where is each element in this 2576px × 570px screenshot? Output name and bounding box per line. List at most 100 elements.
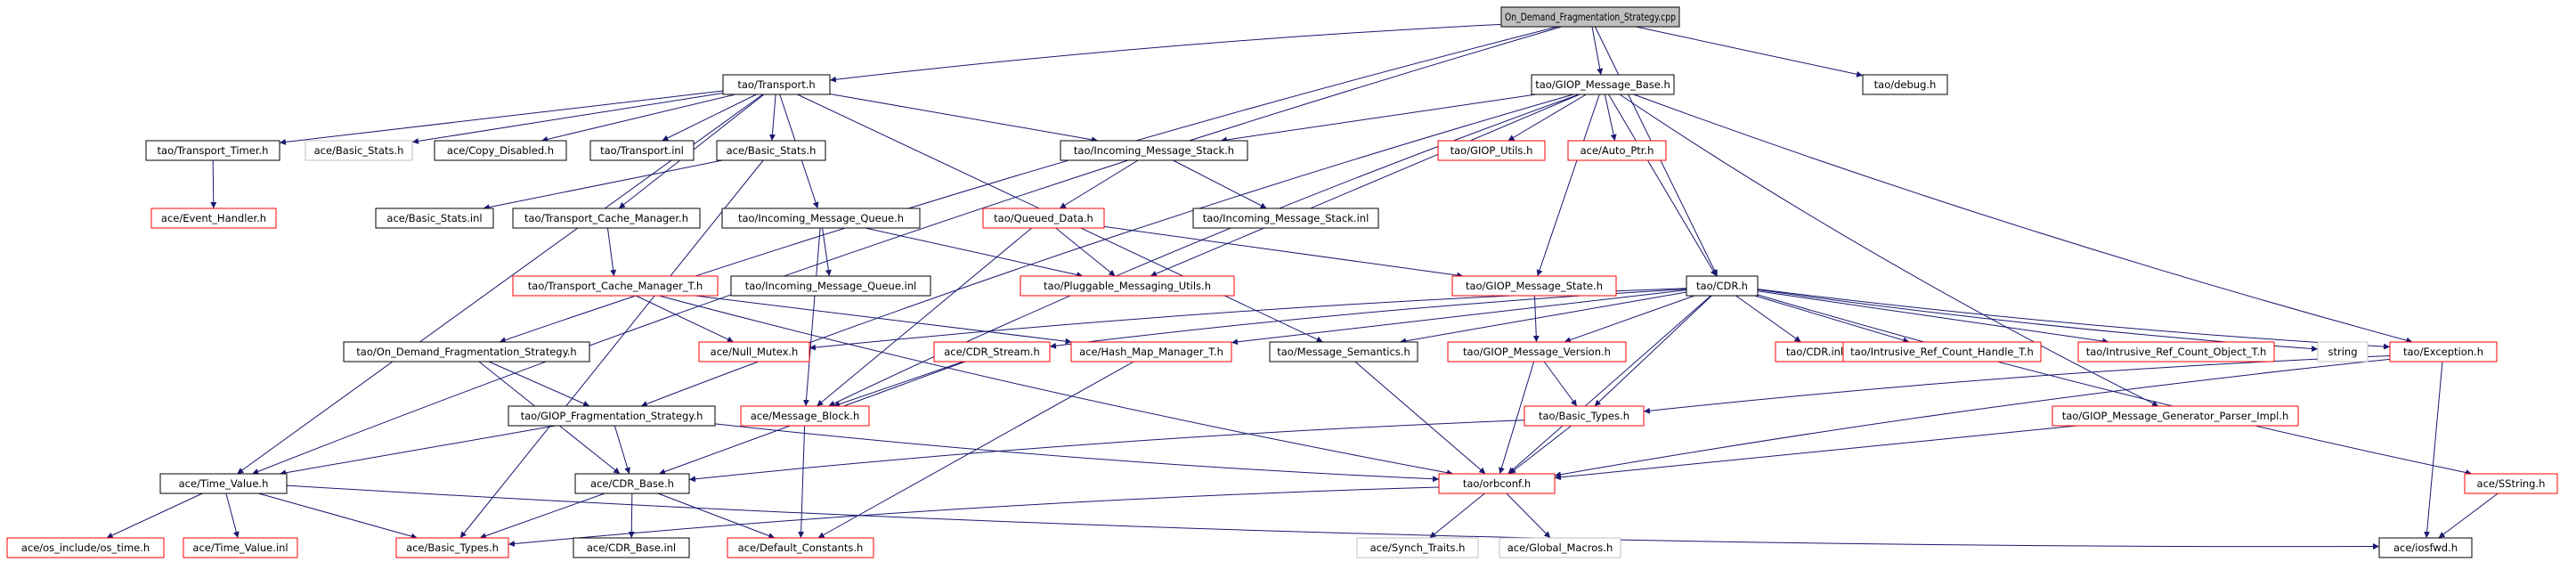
edge-tao_basic_types-to-orbconf [1508, 425, 1572, 475]
node-irc_handle[interactable]: tao/Intrusive_Ref_Count_Handle_T.h [1842, 341, 2042, 362]
node-box [512, 208, 701, 229]
node-transport_inl[interactable]: tao/Transport.inl [589, 140, 695, 161]
node-label: tao/Transport_Cache_Manager_T.h [528, 280, 703, 292]
node-box [434, 140, 567, 161]
node-giop_msg_base[interactable]: tao/GIOP_Message_Base.h [1531, 74, 1675, 95]
edge-root-to-debug_h [1636, 26, 1864, 77]
edge-queued_data-to-msg_block [816, 227, 1033, 407]
node-msg_block[interactable]: ace/Message_Block.h [740, 405, 870, 427]
node-cdr_base_inl[interactable]: ace/CDR_Base.inl [573, 537, 690, 558]
node-event_handler[interactable]: ace/Event_Handler.h [150, 208, 277, 229]
node-inc_msg_stack_inl[interactable]: tao/Incoming_Message_Stack.inl [1192, 208, 1379, 229]
node-label: ace/Hash_Map_Manager_T.h [1079, 346, 1223, 358]
node-orbconf[interactable]: tao/orbconf.h [1438, 473, 1556, 494]
node-label: ace/Event_Handler.h [161, 212, 266, 224]
node-tao_basic_types[interactable]: tao/Basic_Types.h [1524, 405, 1645, 427]
edge-transport_h-to-copy_disabled [540, 94, 736, 142]
node-label: tao/GIOP_Message_State.h [1466, 280, 1603, 292]
node-giop_gen_parser[interactable]: tao/GIOP_Message_Generator_Parser_Impl.h [2052, 405, 2299, 427]
node-label: ace/iosfwd.h [2393, 542, 2458, 554]
node-irc_object[interactable]: tao/Intrusive_Ref_Count_Object_T.h [2077, 341, 2275, 362]
node-box [1192, 208, 1379, 229]
edge-exception_h-to-orbconf [1554, 358, 2391, 478]
node-label: tao/GIOP_Message_Version.h [1463, 346, 1611, 358]
edge-cdr_h-to-orbconf [1507, 295, 1711, 475]
node-transport_cache_mgr[interactable]: tao/Transport_Cache_Manager.h [512, 208, 701, 229]
node-time_value_inl[interactable]: ace/Time_Value.inl [183, 537, 298, 558]
node-box [1524, 405, 1645, 427]
node-copy_disabled[interactable]: ace/Copy_Disabled.h [434, 140, 567, 161]
node-os_time[interactable]: ace/os_include/os_time.h [6, 537, 165, 558]
edge-cdr_h-to-irc_object [1757, 290, 2109, 345]
node-auto_ptr[interactable]: ace/Auto_Ptr.h [1567, 140, 1667, 161]
node-iosfwd[interactable]: ace/iosfwd.h [2378, 537, 2473, 558]
node-basic_stats_inl[interactable]: ace/Basic_Stats.inl [375, 208, 494, 229]
node-debug_h[interactable]: tao/debug.h [1862, 74, 1948, 95]
node-box [1020, 275, 1235, 297]
node-default_constants[interactable]: ace/Default_Constants.h [727, 537, 874, 558]
edge-giop_frag_strategy-to-time_value [280, 425, 556, 476]
edge-cdr_h-to-giop_msg_version [1564, 295, 1695, 343]
node-msg_semantics[interactable]: tao/Message_Semantics.h [1269, 341, 1418, 362]
node-transport_cache_mgr_t[interactable]: tao/Transport_Cache_Manager_T.h [512, 275, 719, 297]
node-label: string [2328, 346, 2357, 358]
edge-giop_gen_parser-to-orbconf [1554, 425, 2077, 481]
node-time_value[interactable]: ace/Time_Value.h [159, 473, 288, 494]
edge-cdr_h-to-sstring [1757, 294, 2473, 476]
node-label: tao/Transport.h [737, 78, 815, 91]
node-exception_h[interactable]: tao/Exception.h [2389, 341, 2498, 362]
node-label: tao/Incoming_Message_Stack.inl [1203, 212, 1369, 224]
node-cdr_base[interactable]: ace/CDR_Base.h [574, 473, 690, 494]
node-giop_msg_version[interactable]: tao/GIOP_Message_Version.h [1447, 341, 1627, 362]
node-giop_utils[interactable]: tao/GIOP_Utils.h [1437, 140, 1546, 161]
node-box [1842, 341, 2042, 362]
node-queued_data[interactable]: tao/Queued_Data.h [982, 208, 1105, 229]
node-label: ace/Copy_Disabled.h [447, 144, 554, 157]
node-label: tao/Exception.h [2403, 346, 2483, 358]
node-inc_msg_queue[interactable]: tao/Incoming_Message_Queue.h [721, 208, 921, 229]
edge-cdr_base-to-cdr_base_inl [628, 493, 635, 539]
node-null_mutex[interactable]: ace/Null_Mutex.h [698, 341, 810, 362]
edge-giop_msg_base-to-exception_h [1633, 94, 2413, 344]
edge-giop_msg_base-to-cdr_h [1608, 94, 1717, 277]
edge-giop_msg_base-to-giop_utils [1507, 94, 1587, 142]
node-label: ace/Basic_Stats.inl [386, 212, 482, 224]
node-label: tao/Message_Semantics.h [1277, 346, 1410, 358]
node-odfs_h[interactable]: tao/On_Demand_Fragmentation_Strategy.h [343, 341, 590, 362]
node-label: ace/CDR_Base.h [590, 477, 674, 490]
node-cdr_h[interactable]: tao/CDR.h [1686, 275, 1759, 297]
node-root[interactable]: On_Demand_Fragmentation_Strategy.cpp [1500, 6, 1680, 28]
node-sstring[interactable]: ace/SString.h [2464, 473, 2558, 494]
edge-cdr_h-to-hash_map_mgr [1231, 289, 1687, 346]
node-box [2389, 341, 2498, 362]
edge-root-to-transport_h [829, 23, 1502, 83]
node-ace_basic_types[interactable]: ace/Basic_Types.h [395, 537, 509, 558]
edge-time_value-to-ace_basic_types [258, 493, 418, 540]
edge-queued_data-to-pluggable_utils [1055, 227, 1116, 277]
node-pluggable_utils[interactable]: tao/Pluggable_Messaging_Utils.h [1020, 275, 1235, 297]
node-box [375, 208, 494, 229]
node-inc_msg_queue_inl[interactable]: tao/Incoming_Message_Queue.inl [730, 275, 931, 297]
node-box [1567, 140, 1667, 161]
node-inc_msg_stack[interactable]: tao/Incoming_Message_Stack.h [1060, 140, 1248, 161]
node-giop_frag_strategy[interactable]: tao/GIOP_Fragmentation_Strategy.h [508, 405, 716, 427]
node-transport_timer[interactable]: tao/Transport_Timer.h [145, 140, 280, 161]
node-box [145, 140, 280, 161]
edge-time_value-to-os_time [106, 493, 203, 539]
edge-ace_basic_stats-to-ace_basic_types [459, 159, 764, 539]
node-cdr_stream[interactable]: ace/CDR_Stream.h [933, 341, 1051, 362]
node-hash_map_mgr[interactable]: ace/Hash_Map_Manager_T.h [1070, 341, 1232, 362]
edge-giop_msg_version-to-tao_basic_types [1543, 361, 1578, 407]
node-box [2464, 473, 2558, 494]
edge-time_value-to-iosfwd [286, 484, 2380, 550]
node-ace_basic_stats[interactable]: ace/Basic_Stats.h [716, 140, 826, 161]
edge-transport_h-to-inc_msg_stack [829, 93, 1099, 143]
node-transport_h[interactable]: tao/Transport.h [722, 74, 831, 95]
edge-cdr_base-to-default_constants [657, 493, 776, 539]
edge-ace_basic_stats-to-basic_stats_inl [483, 159, 723, 211]
edge-exception_h-to-iosfwd [2424, 361, 2443, 539]
node-giop_msg_state[interactable]: tao/GIOP_Message_State.h [1451, 275, 1617, 297]
node-cdr_inl[interactable]: tao/CDR.inl [1775, 341, 1855, 362]
node-box [1862, 74, 1948, 95]
